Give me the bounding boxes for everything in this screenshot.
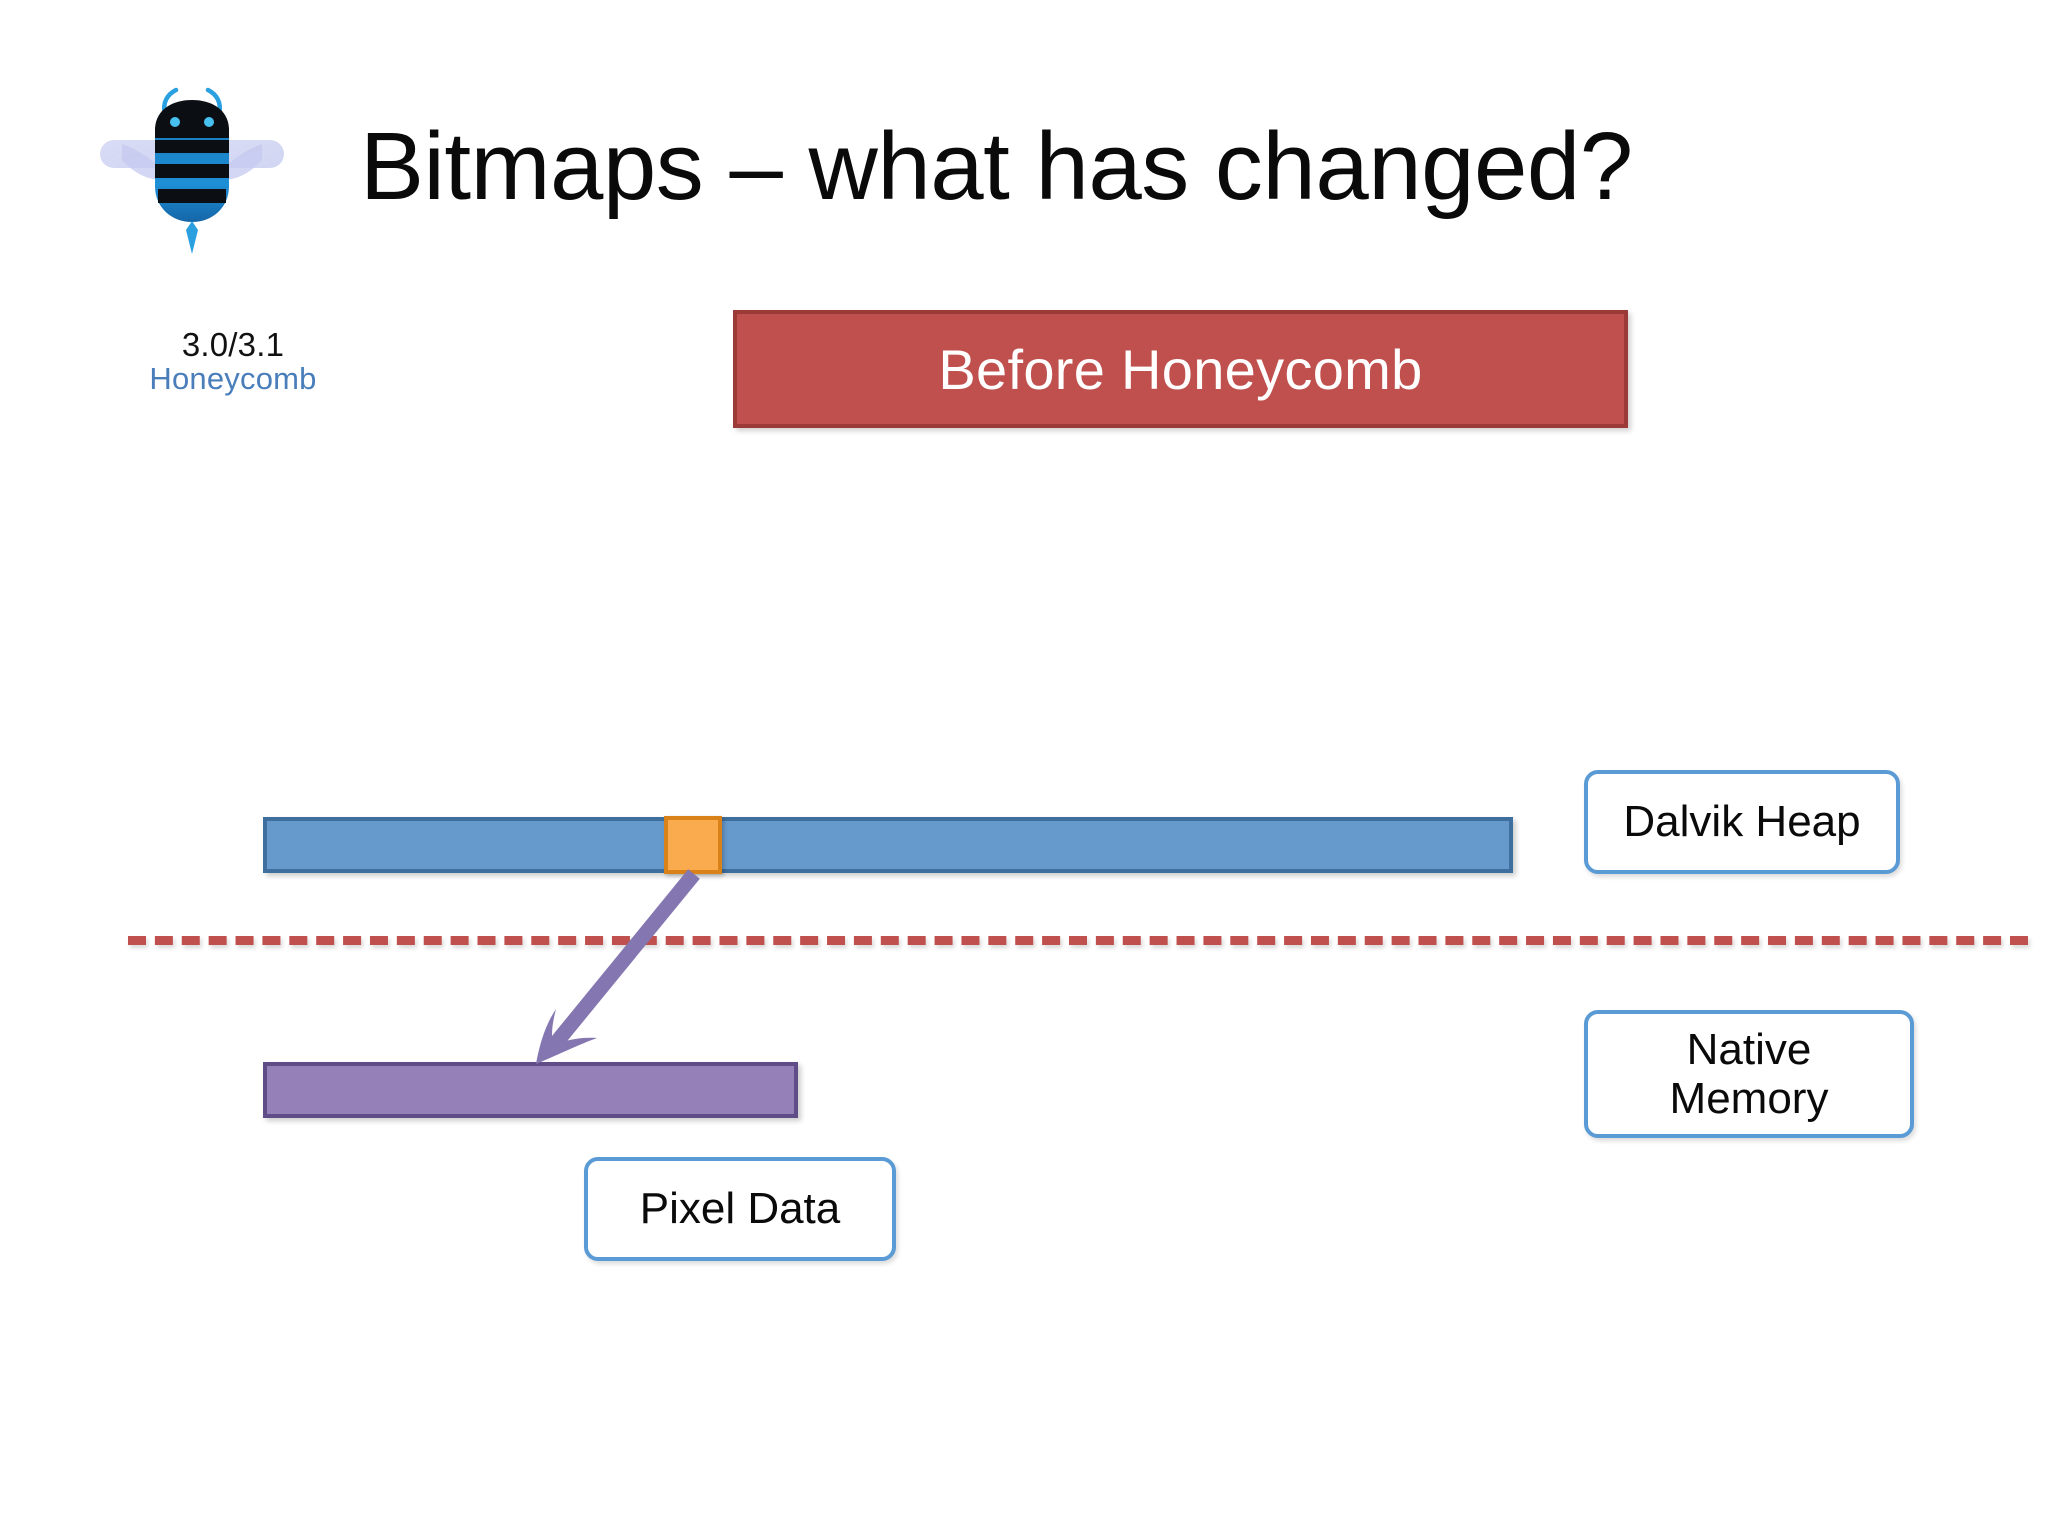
callout-dalvik-heap: Dalvik Heap [1584,770,1900,874]
page-title: Bitmaps – what has changed? [360,113,1633,220]
before-honeycomb-banner: Before Honeycomb [733,310,1628,428]
callout-native-memory-label-line2: Memory [1669,1074,1829,1123]
version-codename: Honeycomb [149,360,317,396]
callout-native-memory: Native Memory [1584,1010,1914,1138]
heap-boundary-divider [128,936,2028,945]
bitmap-object-block [664,816,722,874]
banner-label: Before Honeycomb [938,337,1423,401]
honeycomb-bee-icon [92,78,292,258]
dalvik-heap-bar [263,817,1513,873]
version-number: 3.0/3.1 [181,326,285,363]
callout-pixel-data: Pixel Data [584,1157,896,1261]
native-memory-bar [263,1062,798,1118]
callout-pixel-data-label: Pixel Data [639,1184,841,1234]
callout-dalvik-heap-label: Dalvik Heap [1623,797,1861,847]
version-badge: 3.0/3.1 Honeycomb [128,326,338,396]
callout-native-memory-label-line1: Native [1686,1024,1812,1074]
